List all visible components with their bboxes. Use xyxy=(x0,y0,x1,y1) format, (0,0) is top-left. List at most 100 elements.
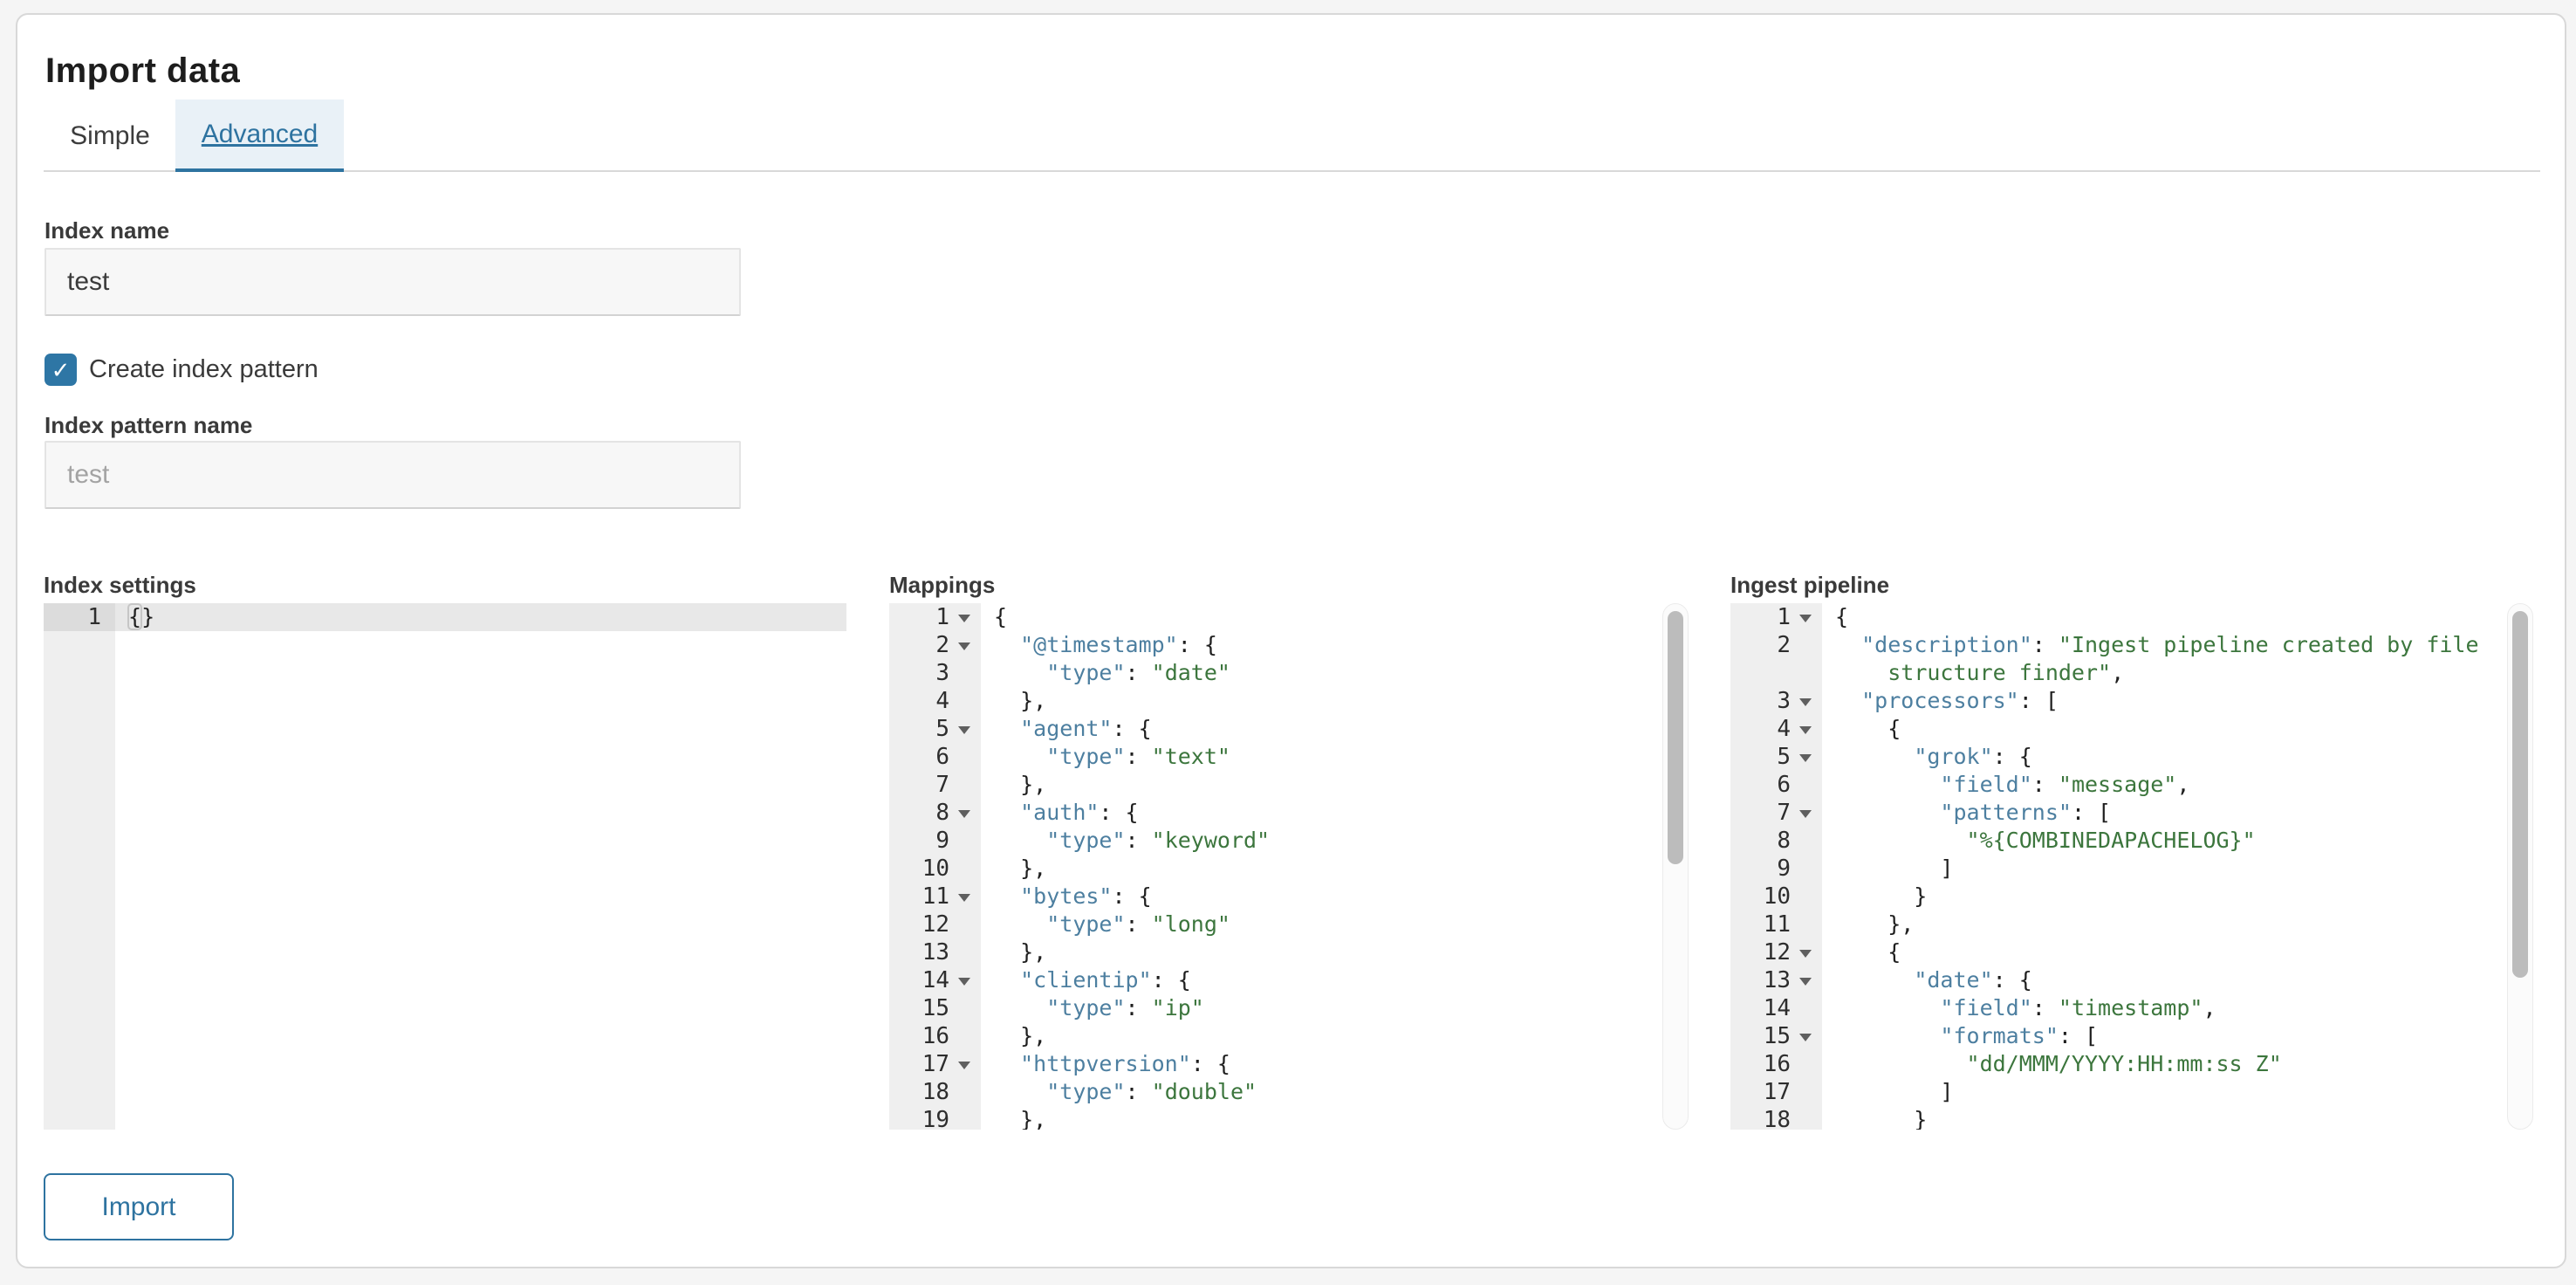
code-line: "bytes": { xyxy=(1020,883,1152,909)
fold-toggle-icon[interactable] xyxy=(1799,978,1812,986)
fold-toggle-icon[interactable] xyxy=(1799,726,1812,734)
code-line: "date": { xyxy=(1914,967,2032,993)
fold-toggle-icon[interactable] xyxy=(1799,950,1812,958)
code-line: "type": "double" xyxy=(1046,1079,1257,1104)
code-line: "type": "date" xyxy=(1046,660,1230,685)
code-line: "processors": [ xyxy=(1861,688,2059,713)
fold-toggle-icon[interactable] xyxy=(1799,810,1812,818)
gutter-line: 3 xyxy=(935,660,949,686)
gutter-line: 3 xyxy=(1730,687,1822,715)
code-area[interactable]: { "@timestamp": { "type": "date" }, "age… xyxy=(981,603,1689,1130)
code-line: "dd/MMM/YYYY:HH:mm:ss Z" xyxy=(1966,1051,2282,1076)
gutter-line: 1 xyxy=(889,603,981,631)
code-line: "patterns": [ xyxy=(1940,800,2112,825)
index-pattern-name-label: Index pattern name xyxy=(45,412,253,438)
fold-toggle-icon[interactable] xyxy=(958,894,970,902)
ingest-pipeline-label: Ingest pipeline xyxy=(1730,572,1890,598)
gutter-line: 4 xyxy=(1730,715,1822,743)
gutter-line: 10 xyxy=(1763,883,1791,910)
gutter-line: 7 xyxy=(935,772,949,798)
editor-scrollbar[interactable] xyxy=(2507,603,2533,1130)
code-line: "field": "timestamp", xyxy=(1940,995,2216,1020)
gutter-line: 18 xyxy=(1763,1107,1791,1130)
gutter-line: 12 xyxy=(921,911,949,938)
fold-toggle-icon[interactable] xyxy=(1799,1034,1812,1041)
gutter-line: 16 xyxy=(921,1023,949,1049)
fold-toggle-icon[interactable] xyxy=(958,642,970,650)
tabs-divider xyxy=(44,170,2540,172)
code-line: { xyxy=(1835,716,1901,741)
code-line: }, xyxy=(994,856,1047,881)
gutter-line: 6 xyxy=(1777,772,1791,798)
create-index-pattern-row: ✓ Create index pattern xyxy=(45,354,319,386)
code-line: ] xyxy=(1835,856,1954,881)
fold-toggle-icon[interactable] xyxy=(958,726,970,734)
code-line: { xyxy=(1835,939,1901,965)
code-line: ] xyxy=(1835,1079,1954,1104)
code-area[interactable]: { "description": "Ingest pipeline create… xyxy=(1822,603,2533,1130)
code-line: "description": "Ingest pipeline created … xyxy=(1861,632,2479,657)
gutter-line: 4 xyxy=(935,688,949,714)
code-line: "clientip": { xyxy=(1020,967,1191,993)
code-line: "%{COMBINEDAPACHELOG}" xyxy=(1966,828,2256,853)
code-area[interactable]: {} xyxy=(115,603,846,1130)
index-name-input[interactable] xyxy=(45,248,741,316)
index-settings-editor[interactable]: 1{} xyxy=(44,603,846,1130)
editor-scrollbar[interactable] xyxy=(1662,603,1689,1130)
gutter-line: 18 xyxy=(921,1079,949,1105)
fold-toggle-icon[interactable] xyxy=(958,978,970,986)
fold-toggle-icon[interactable] xyxy=(958,1062,970,1069)
code-line: "type": "text" xyxy=(1046,744,1230,769)
gutter-line: 16 xyxy=(1763,1051,1791,1077)
index-name-label: Index name xyxy=(45,217,170,244)
gutter-line: 8 xyxy=(1777,828,1791,854)
gutter-line: 15 xyxy=(921,995,949,1021)
gutter-line: 14 xyxy=(1763,995,1791,1021)
page-title: Import data xyxy=(45,52,241,90)
import-data-panel: Import data Simple Advanced Index name ✓… xyxy=(16,13,2566,1268)
code-line: "formats": [ xyxy=(1940,1023,2099,1048)
code-line: "field": "message", xyxy=(1940,772,2190,797)
gutter-line: 8 xyxy=(889,799,981,827)
import-button[interactable]: Import xyxy=(44,1173,234,1240)
gutter-line: 5 xyxy=(1730,743,1822,771)
gutter-line xyxy=(1730,659,1822,687)
fold-toggle-icon[interactable] xyxy=(1799,615,1812,622)
code-line: structure finder", xyxy=(1887,660,2125,685)
code-line: }, xyxy=(994,1107,1047,1130)
index-pattern-name-input[interactable] xyxy=(45,441,741,509)
create-index-pattern-checkbox[interactable]: ✓ xyxy=(45,354,77,386)
gutter-line: 7 xyxy=(1730,799,1822,827)
editor-scrollbar-thumb[interactable] xyxy=(1668,611,1683,864)
editor-scrollbar-thumb[interactable] xyxy=(2512,611,2528,978)
gutter-line: 11 xyxy=(1763,911,1791,938)
gutter-line: 9 xyxy=(935,828,949,854)
line-number-gutter: 1 xyxy=(44,603,115,1130)
create-index-pattern-label: Create index pattern xyxy=(89,355,319,383)
gutter-line: 11 xyxy=(889,883,981,910)
tab-advanced[interactable]: Advanced xyxy=(175,100,344,172)
gutter-line: 10 xyxy=(921,856,949,882)
gutter-line: 2 xyxy=(889,631,981,659)
tab-advanced-label: Advanced xyxy=(201,119,319,148)
code-line: }, xyxy=(994,939,1047,965)
code-line: {} xyxy=(115,603,846,631)
gutter-line: 15 xyxy=(1730,1022,1822,1050)
checkmark-icon: ✓ xyxy=(51,356,71,383)
code-line: }, xyxy=(994,688,1047,713)
gutter-line: 13 xyxy=(921,939,949,965)
gutter-line: 1 xyxy=(44,603,115,631)
fold-toggle-icon[interactable] xyxy=(1799,754,1812,762)
gutter-line: 17 xyxy=(889,1050,981,1078)
fold-toggle-icon[interactable] xyxy=(1799,698,1812,706)
fold-toggle-icon[interactable] xyxy=(958,615,970,622)
fold-toggle-icon[interactable] xyxy=(958,810,970,818)
code-line: "type": "long" xyxy=(1046,911,1230,937)
gutter-line: 12 xyxy=(1730,938,1822,966)
tab-simple[interactable]: Simple xyxy=(52,100,168,172)
